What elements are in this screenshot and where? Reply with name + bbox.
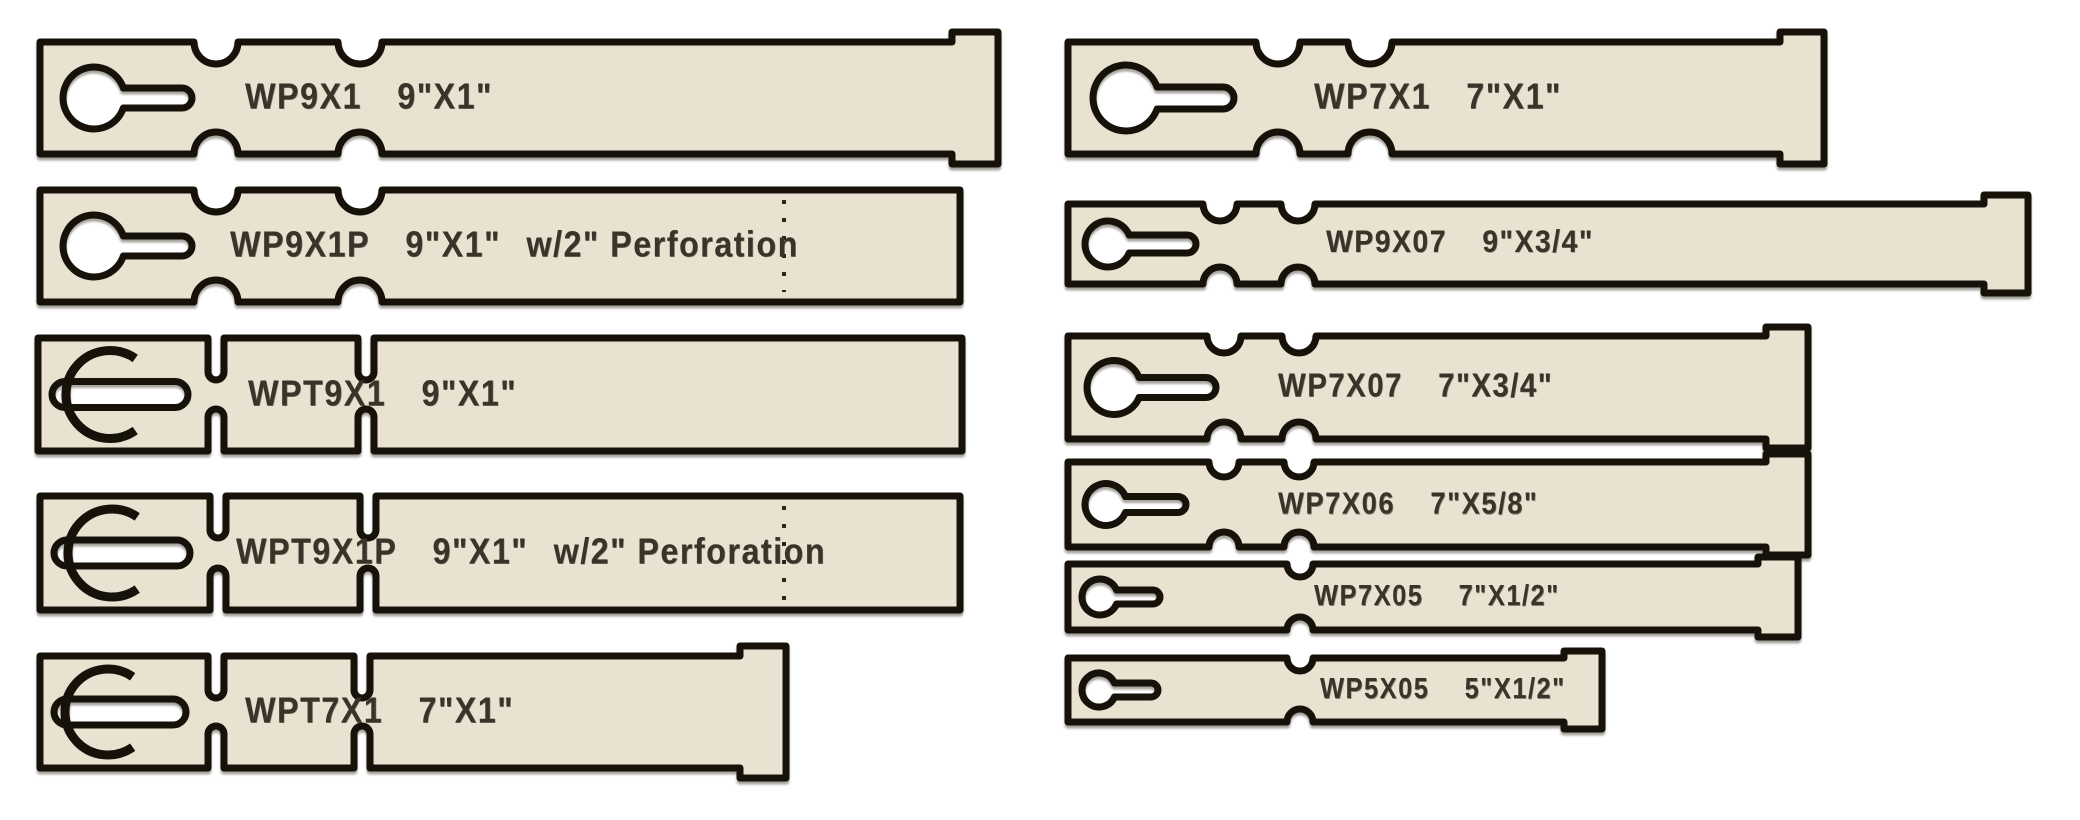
tag-shape-wpt7x1 — [36, 642, 790, 782]
tag-shape-wpt9x1p — [36, 492, 964, 614]
part-number: WPT7X1 — [245, 689, 384, 731]
tag-label: WP5X05 5"X1/2" — [1320, 672, 1566, 706]
tag-shape-wp7x1 — [1064, 28, 1828, 168]
tag-shape-wp7x05 — [1064, 553, 1802, 641]
tag-outline-keyhole-cutout — [36, 186, 964, 306]
part-number: WP7X05 — [1314, 578, 1424, 612]
part-number: WP7X1 — [1314, 75, 1431, 117]
size-text: 9"X1" — [421, 372, 518, 413]
tag-label: WP7X05 7"X1/2" — [1314, 579, 1560, 613]
part-number: WPT9X1P — [236, 530, 398, 572]
perforation-note: w/2" Perforation — [526, 223, 799, 265]
part-number: WPT9X1 — [248, 372, 387, 413]
size-text: 7"X1" — [418, 689, 515, 731]
tag-label: WP7X07 7"X3/4" — [1278, 367, 1553, 404]
part-number: WP9X1 — [245, 75, 362, 117]
tag-label: WP7X1 7"X1" — [1314, 76, 1562, 118]
size-text: 7"X5/8" — [1430, 485, 1539, 520]
part-number: WP9X07 — [1326, 224, 1447, 260]
euro-slot-ring-icon — [61, 346, 138, 443]
tag-label: WPT9X1 9"X1" — [248, 372, 517, 414]
euro-slot-ring-icon — [63, 504, 140, 602]
size-text: 9"X1" — [397, 75, 493, 117]
tag-label: WP9X07 9"X3/4" — [1326, 225, 1594, 261]
part-number: WP9X1P — [230, 223, 371, 265]
part-number: WP7X06 — [1278, 485, 1396, 520]
tag-outline-slot-cutout — [34, 334, 966, 455]
tag-label: WPT9X1P 9"X1" w/2" Perforation — [236, 531, 826, 573]
part-number: WP5X05 — [1320, 671, 1430, 705]
perforation-note: w/2" Perforation — [553, 530, 827, 572]
tag-shape-wp9x07 — [1064, 191, 2032, 297]
size-text: 9"X1" — [405, 223, 501, 265]
size-text: 9"X3/4" — [1482, 224, 1594, 260]
tag-outline-keyhole-cutout — [1064, 28, 1828, 168]
tag-shape-wp7x06 — [1064, 450, 1812, 559]
tag-shape-wp7x07 — [1064, 323, 1812, 452]
tag-outline-keyhole-cutout — [1064, 647, 1606, 733]
tag-label: WP9X1 9"X1" — [245, 76, 493, 118]
tag-shape-wp9x1p — [36, 186, 964, 306]
tag-shape-wp5x05 — [1064, 647, 1606, 733]
tag-outline-keyhole-cutout — [1064, 191, 2032, 297]
tag-outline-keyhole-cutout — [1064, 323, 1812, 452]
size-text: 7"X1" — [1466, 75, 1562, 117]
tag-shape-wp9x1 — [36, 28, 1002, 168]
tag-outline-keyhole-cutout — [1064, 450, 1812, 559]
euro-slot-ring-icon — [60, 664, 136, 760]
tag-label: WP9X1P 9"X1" w/2" Perforation — [230, 224, 799, 266]
tag-shape-wpt9x1 — [34, 334, 966, 455]
tag-outline-slot-cutout — [36, 492, 964, 614]
part-number: WP7X07 — [1278, 367, 1403, 404]
tag-label: WP7X06 7"X5/8" — [1278, 486, 1538, 521]
size-text: 9"X1" — [432, 530, 529, 572]
size-text: 7"X3/4" — [1438, 367, 1554, 404]
tag-outline-slot-cutout — [36, 642, 790, 782]
size-text: 5"X1/2" — [1464, 671, 1566, 705]
tag-outline-keyhole-cutout — [1064, 553, 1802, 641]
tag-label: WPT7X1 7"X1" — [245, 690, 514, 732]
size-text: 7"X1/2" — [1458, 578, 1560, 612]
tag-outline-keyhole-cutout — [36, 28, 1002, 168]
